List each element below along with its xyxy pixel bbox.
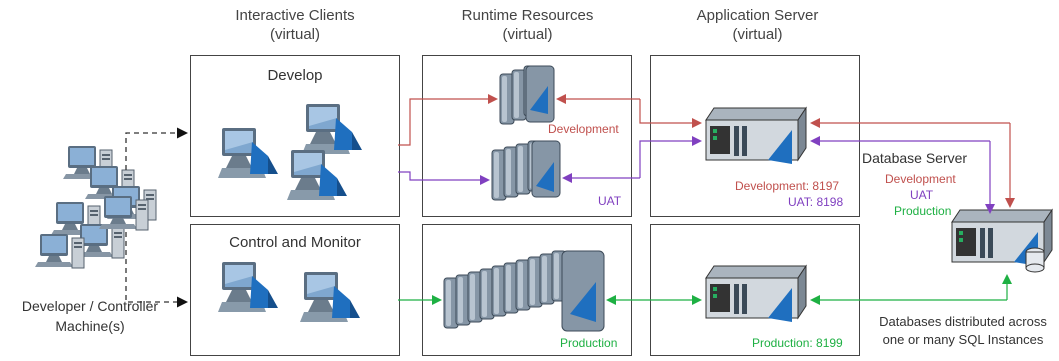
database-server-title: Database Server [862, 150, 968, 166]
develop-client-icon [218, 128, 278, 178]
app-production-port: Production: 8199 [752, 336, 843, 350]
uat-connectors [398, 136, 995, 214]
runtime-uat-icon [491, 140, 561, 201]
header-runtime-resources: Runtime Resources (virtual) [461, 7, 594, 43]
runtime-production-icon [443, 250, 605, 332]
production-connectors [398, 274, 1012, 305]
runtime-uat-label: UAT [598, 194, 622, 208]
database-production-label: Production [894, 204, 952, 218]
database-distribution-note: Databases distributed across one or many… [879, 314, 1047, 347]
database-uat-label: UAT [910, 188, 934, 202]
app-server-icon [705, 107, 807, 165]
developer-machines-label: Developer / Controller Machine(s) [21, 298, 159, 334]
develop-client-icon [302, 104, 362, 154]
app-uat-port: UAT: 8198 [788, 195, 844, 209]
app-server-production-icon [705, 265, 807, 323]
header-application-server: Application Server (virtual) [696, 7, 819, 43]
develop-title: Develop [267, 67, 323, 84]
runtime-development-icon [499, 65, 555, 125]
developer-connectors [125, 127, 188, 308]
runtime-development-label: Development [548, 122, 619, 136]
runtime-production-label: Production [560, 336, 618, 350]
control-monitor-title: Control and Monitor [229, 234, 361, 251]
app-development-port: Development: 8197 [735, 179, 840, 193]
developer-machines-icon [34, 145, 157, 269]
database-server-icon [951, 209, 1053, 273]
control-client-icon [300, 272, 360, 322]
header-interactive-clients: Interactive Clients (virtual) [235, 7, 355, 43]
develop-client-icon [287, 150, 347, 200]
control-client-icon [218, 262, 278, 312]
development-connectors [398, 94, 1015, 208]
database-development-label: Development [885, 172, 956, 186]
